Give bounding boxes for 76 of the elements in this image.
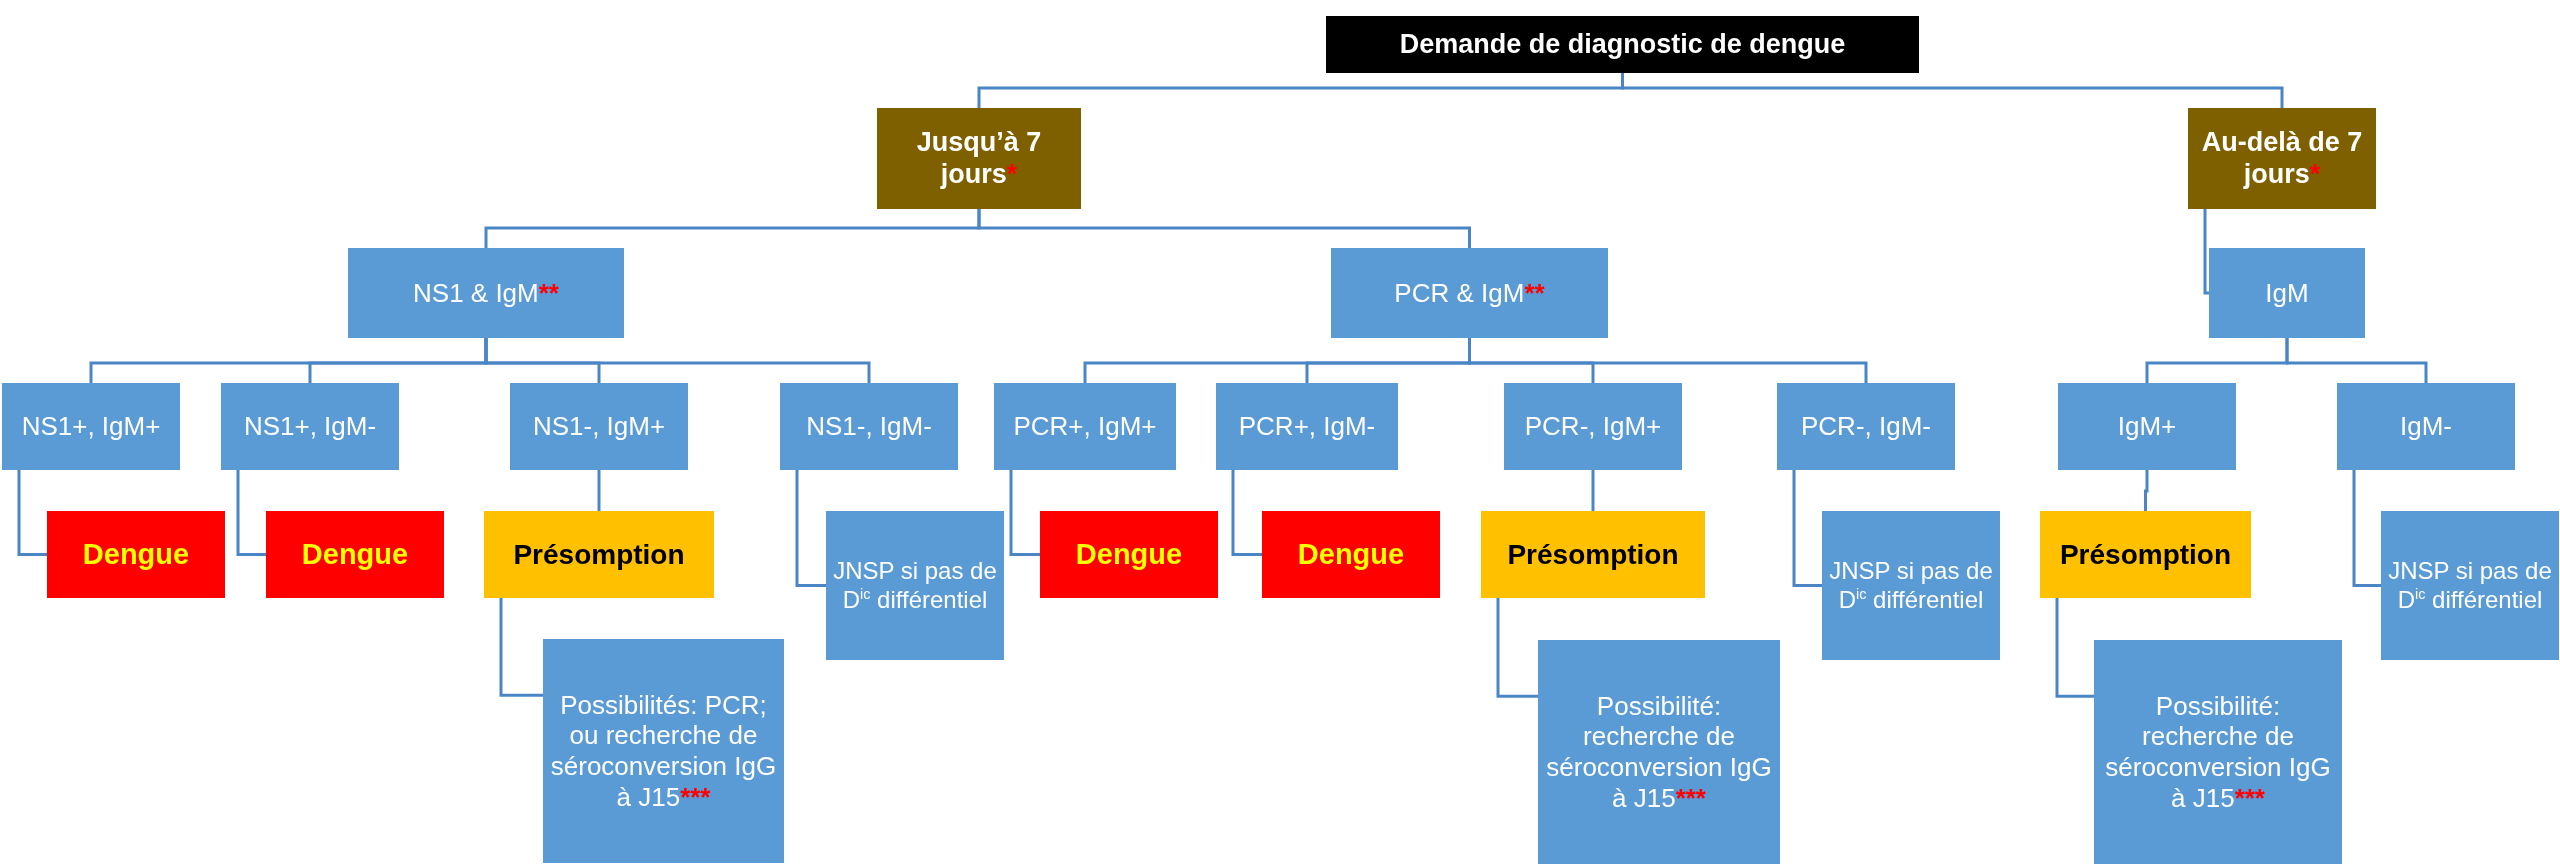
process-box: [543, 639, 784, 863]
node-label: Présomption: [2059, 538, 2232, 571]
node-label: JNSP si pas de D$^{ic}$ différentiel: [2387, 557, 2553, 614]
connector-line: [484, 338, 871, 383]
connector-line: [795, 470, 826, 587]
process-box: [1504, 383, 1682, 470]
result-box: [1481, 511, 1705, 598]
process-box: [2, 383, 180, 470]
node-label: Au-delà de 7 jours*: [2200, 126, 2364, 191]
category-box: [877, 108, 1081, 209]
process-box: [1331, 248, 1608, 338]
process-box: [2058, 383, 2236, 470]
connector-line: [597, 470, 601, 511]
process-box: [221, 383, 399, 470]
node-label: JNSP si pas de D$^{ic}$ différentiel: [1828, 557, 1994, 614]
node-label: NS1+, IgM-: [243, 411, 377, 442]
connector-line: [1591, 470, 1595, 511]
node-label: JNSP si pas de D$^{ic}$ différentiel: [832, 557, 998, 614]
result-box: [266, 511, 444, 598]
process-box: [2209, 248, 2365, 338]
connector-line: [1792, 470, 1822, 587]
process-box: [826, 511, 1004, 660]
process-box: [2337, 383, 2515, 470]
node-label: Présomption: [1507, 538, 1679, 571]
process-box: [2094, 640, 2342, 864]
node-label: NS1+, IgM+: [21, 411, 161, 442]
category-box: [2188, 108, 2376, 209]
node-label: IgM-: [2400, 411, 2452, 442]
title-box: [1326, 16, 1919, 73]
connector-line: [1468, 338, 1868, 383]
node-label: Demande de diagnostic de dengue: [1399, 28, 1846, 61]
node-label: Dengue: [1075, 537, 1183, 572]
connector-line: [2352, 470, 2381, 587]
node-label: Présomption: [513, 538, 685, 571]
process-box: [1216, 383, 1398, 470]
result-box: [2040, 511, 2251, 598]
node-label: Possibilité: recherche de séroconversion IgG à J15***: [1545, 690, 1773, 814]
node-label: Possibilités: PCR; ou recherche de séroconversion IgG à J15***: [549, 689, 778, 813]
node-label: Dengue: [82, 537, 190, 572]
connector-line: [977, 209, 1471, 248]
connector-line: [2203, 209, 2209, 295]
node-label: PCR & IgM**: [1394, 277, 1545, 309]
result-box: [484, 511, 714, 598]
connector-line: [1496, 598, 1538, 698]
process-box: [510, 383, 688, 470]
node-label: NS1 & IgM**: [413, 277, 559, 309]
connector-line: [499, 598, 543, 697]
node-label: Dengue: [301, 537, 409, 572]
connector-line: [17, 470, 47, 556]
node-label: PCR+, IgM+: [1013, 411, 1157, 442]
process-box: [2381, 511, 2559, 660]
connector-line: [2055, 598, 2094, 698]
result-box: [1262, 511, 1440, 598]
node-label: Possibilité: recherche de séroconversion IgG à J15***: [2104, 690, 2332, 814]
node-label: NS1-, IgM+: [532, 411, 666, 442]
process-box: [1777, 383, 1955, 470]
node-label: IgM: [2265, 277, 2309, 309]
connector-line: [236, 470, 266, 556]
result-box: [1040, 511, 1218, 598]
process-box: [348, 248, 624, 338]
connector-line: [1009, 470, 1040, 556]
result-box: [47, 511, 225, 598]
process-box: [1538, 640, 1780, 864]
connector-line: [1231, 470, 1262, 556]
process-box: [780, 383, 958, 470]
node-label: Dengue: [1297, 537, 1405, 572]
node-label: NS1-, IgM-: [806, 411, 932, 442]
node-label: Jusqu’à 7 jours*: [915, 126, 1043, 191]
node-label: PCR-, IgM+: [1524, 411, 1662, 442]
node-label: PCR-, IgM-: [1801, 411, 1931, 442]
process-box: [1822, 511, 2000, 660]
connector-line: [2144, 470, 2149, 511]
process-box: [994, 383, 1176, 470]
node-label: PCR+, IgM-: [1238, 411, 1376, 442]
connector-line: [2285, 338, 2428, 383]
node-label: IgM+: [2117, 411, 2177, 442]
